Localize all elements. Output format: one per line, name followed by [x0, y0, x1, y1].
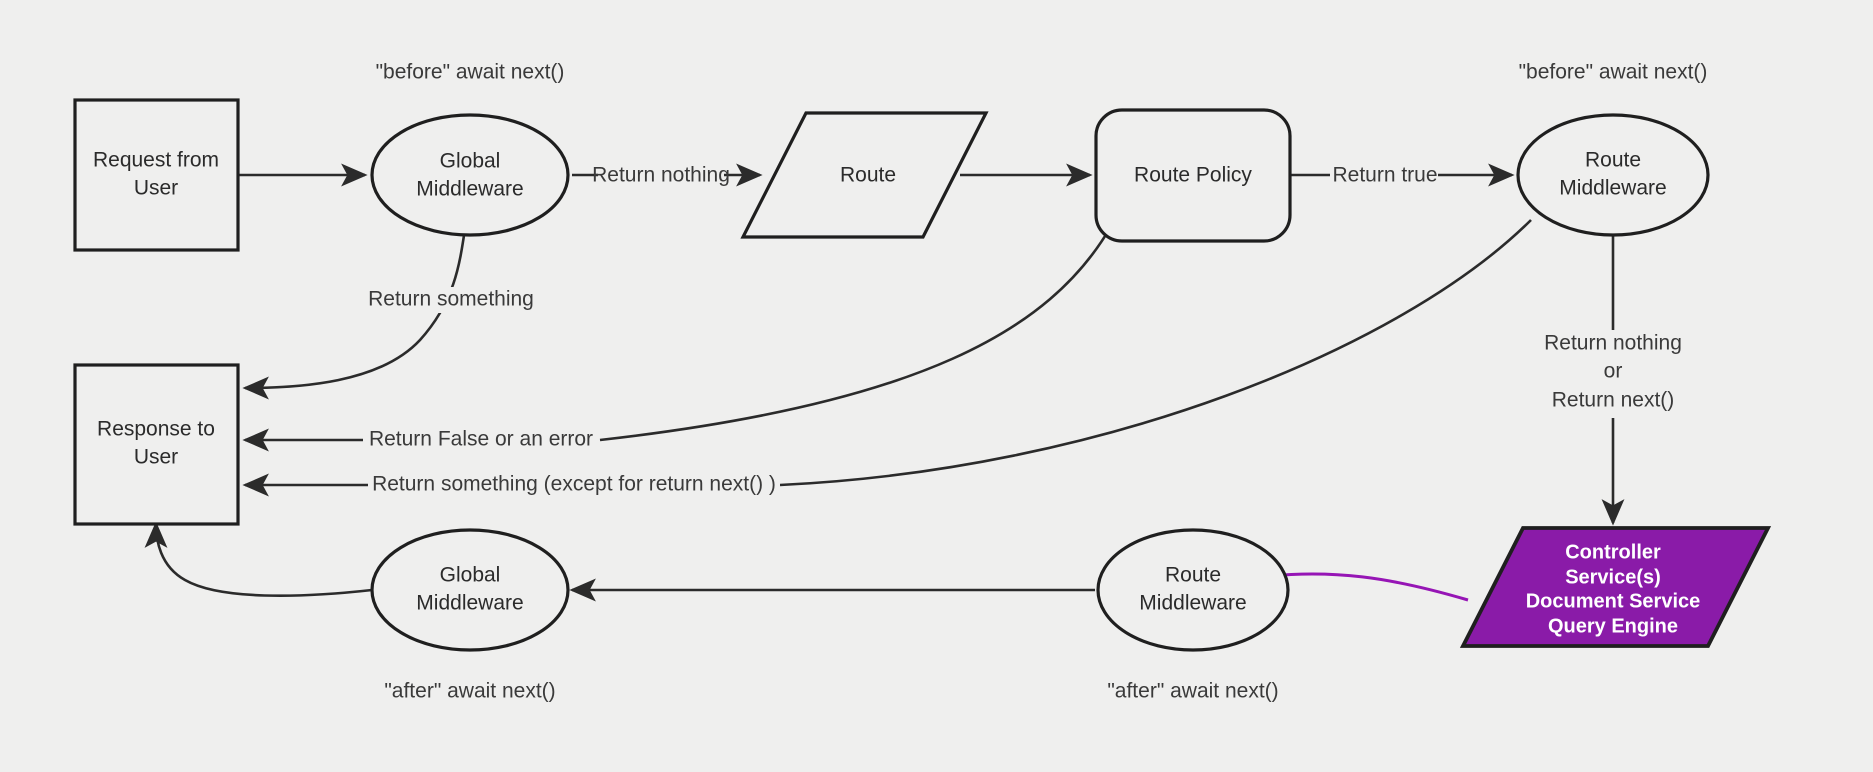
- node-controller-services[interactable]: [1459, 526, 1772, 648]
- node-controller-services-line3: Document Service: [1526, 590, 1701, 612]
- annotation-before-await-next-global: "before" await next(): [376, 61, 565, 84]
- node-request-from-user-label-line2: User: [134, 177, 178, 200]
- edge-label-return-nothing-or-next-line2: or: [1604, 360, 1623, 383]
- edge-label-return-false-or-error: Return False or an error: [369, 428, 593, 451]
- edge-label-return-true-bg: [1331, 162, 1438, 188]
- node-global-middleware-top-label-line2: Middleware: [416, 178, 523, 201]
- node-global-middleware-bottom[interactable]: [370, 528, 570, 652]
- node-controller-services-line2: Service(s): [1565, 566, 1661, 588]
- node-request-from-user-label-line1: Request from: [93, 149, 219, 172]
- node-route[interactable]: [740, 111, 989, 239]
- edge-route-middleware-return-something-right: [779, 219, 1532, 487]
- annotation-before-await-next-route: "before" await next(): [1519, 61, 1708, 84]
- node-request-from-user[interactable]: [73, 98, 240, 252]
- edge-label-return-nothing-or-next-bg: [1527, 330, 1702, 418]
- node-controller-services-line1: Controller: [1565, 541, 1661, 563]
- edge-label-return-true: Return true: [1332, 164, 1437, 187]
- node-global-middleware-bottom-label-line1: Global: [440, 564, 501, 587]
- node-route-policy-label: Route Policy: [1134, 164, 1252, 187]
- edge-global-middleware-bottom-to-response: [144, 521, 373, 598]
- node-response-to-user-label-line2: User: [134, 446, 178, 469]
- annotation-after-await-next-global: "after" await next(): [384, 680, 555, 703]
- node-response-to-user-label-line1: Response to: [97, 418, 215, 441]
- node-global-middleware-top[interactable]: [370, 113, 570, 237]
- node-route-middleware-top-label-line1: Route: [1585, 149, 1641, 172]
- node-route-middleware-top[interactable]: [1516, 113, 1710, 237]
- edge-label-return-nothing-or-next-line1: Return nothing: [1544, 332, 1682, 355]
- edge-global-middleware-return-something: [242, 221, 468, 400]
- node-controller-services-line4: Query Engine: [1548, 615, 1678, 637]
- node-response-to-user[interactable]: [73, 363, 240, 526]
- node-global-middleware-top-label-line1: Global: [440, 150, 501, 173]
- node-route-label: Route: [840, 164, 896, 187]
- annotation-after-await-next-route: "after" await next(): [1107, 680, 1278, 703]
- edge-label-return-nothing: Return nothing: [592, 164, 730, 187]
- node-route-middleware-bottom-label-line2: Middleware: [1139, 592, 1246, 615]
- edge-route-policy-return-false-right: [599, 227, 1112, 442]
- edge-label-return-nothing-or-next-line3: Return next(): [1552, 389, 1675, 412]
- edge-label-return-something-except-bg: [368, 472, 780, 498]
- edge-label-return-something-bg: [362, 287, 540, 313]
- node-route-middleware-bottom-label-line1: Route: [1165, 564, 1221, 587]
- node-route-policy[interactable]: [1094, 108, 1292, 243]
- edge-label-return-nothing-bg: [598, 162, 724, 188]
- node-route-middleware-bottom[interactable]: [1096, 528, 1290, 652]
- node-route-middleware-top-label-line2: Middleware: [1559, 177, 1666, 200]
- node-global-middleware-bottom-label-line2: Middleware: [416, 592, 523, 615]
- edge-label-return-false-bg: [365, 427, 598, 453]
- edge-label-return-something: Return something: [368, 288, 534, 311]
- edge-label-return-something-except: Return something (except for return next…: [372, 473, 776, 496]
